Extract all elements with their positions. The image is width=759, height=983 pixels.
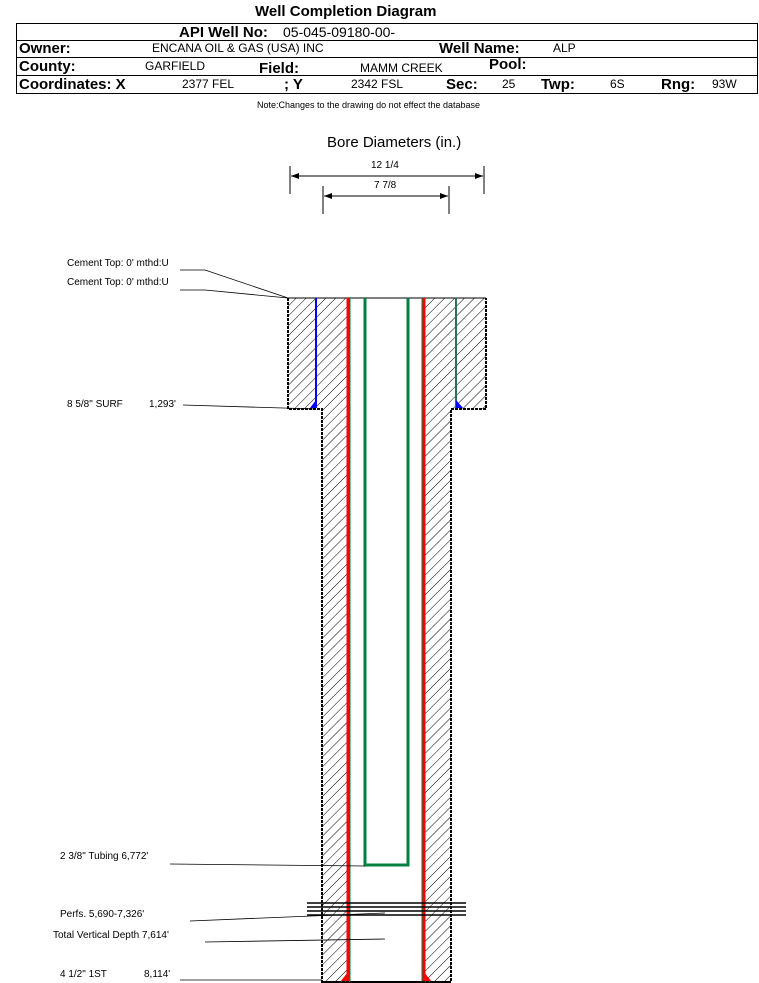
cement-top-label-2: Cement Top: 0' mthd:U [67, 277, 169, 288]
api-value: 05-045-09180-00- [283, 24, 396, 40]
county-label: County: [19, 58, 76, 75]
bore-dimensions [289, 166, 485, 214]
cement-top-label-1: Cement Top: 0' mthd:U [67, 258, 169, 269]
tvd-label: Total Vertical Depth 7,614' [53, 930, 169, 941]
pool-label: Pool: [489, 56, 527, 73]
field-label: Field: [259, 60, 299, 77]
county-value: GARFIELD [145, 59, 206, 73]
sec-label: Sec: [446, 76, 478, 93]
bore-inner-label: 7 7/8 [374, 180, 397, 191]
surface-casing-label: 8 5/8" SURF [67, 399, 123, 410]
production-casing-label: 4 1/2" 1ST [60, 969, 107, 980]
leader-lines [169, 269, 386, 981]
cement-hatch [288, 298, 486, 982]
note: Note:Changes to the drawing do not effec… [257, 100, 480, 110]
coord-x-value: 2377 FEL [182, 77, 235, 91]
production-casing-depth: 8,114' [144, 969, 171, 980]
coord-x-label: Coordinates: X [19, 76, 126, 93]
coord-y-value: 2342 FSL [351, 77, 404, 91]
coord-y-label: ; Y [284, 76, 303, 93]
bore-outer-label: 12 1/4 [371, 160, 399, 171]
well-name-label: Well Name: [439, 40, 520, 57]
bore-title: Bore Diameters (in.) [327, 134, 462, 151]
field-value: MAMM CREEK [360, 61, 443, 75]
owner-value: ENCANA OIL & GAS (USA) INC [152, 41, 324, 55]
api-label: API Well No: [179, 24, 268, 41]
production-casing [340, 298, 432, 982]
tubing [363, 298, 410, 867]
perforations-label: Perfs. 5,690-7,326' [60, 909, 145, 920]
twp-value: 6S [610, 77, 625, 91]
tubing-label: 2 3/8" Tubing 6,772' [60, 851, 149, 862]
well-info-header [16, 23, 758, 94]
rng-value: 93W [712, 77, 737, 91]
surface-casing [310, 298, 463, 408]
well-name-value: ALP [553, 41, 576, 55]
sec-value: 25 [502, 77, 516, 91]
page-title: Well Completion Diagram [255, 3, 437, 20]
surface-casing-depth: 1,293' [149, 399, 176, 410]
owner-label: Owner: [19, 40, 71, 57]
rng-label: Rng: [661, 76, 696, 93]
twp-label: Twp: [541, 76, 575, 93]
